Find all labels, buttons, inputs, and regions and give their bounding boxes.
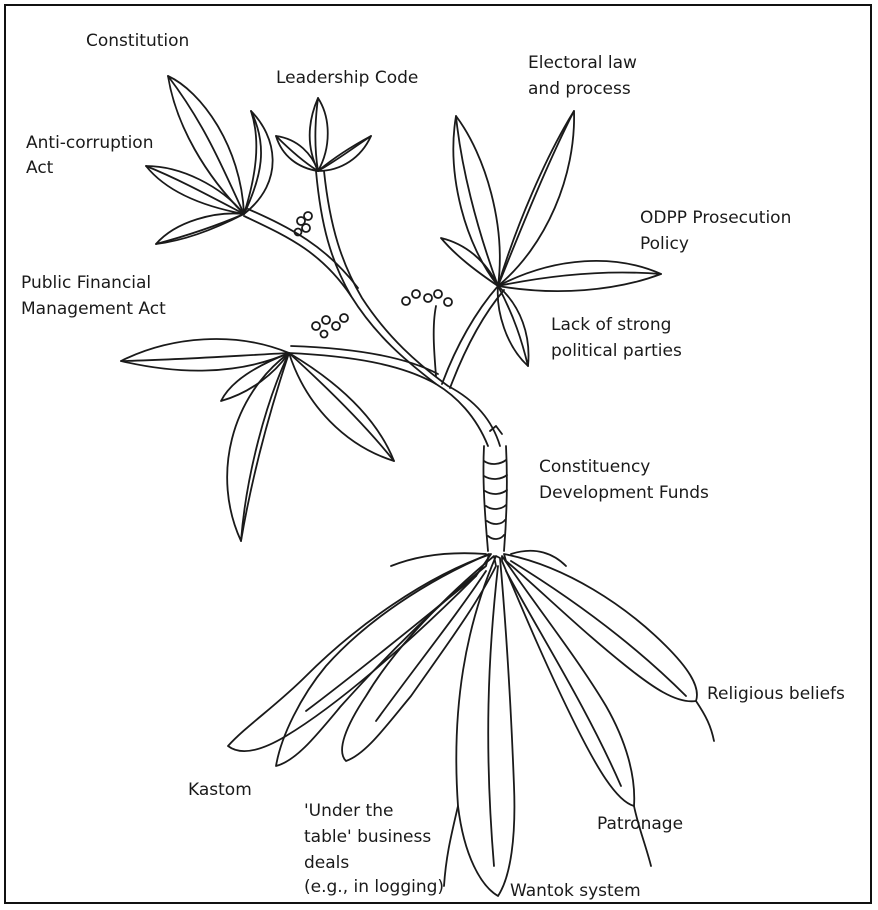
label-anticorruption-line2: Act xyxy=(26,156,53,180)
label-cdf-line2: Development Funds xyxy=(539,481,709,505)
label-wantok-system: Wantok system xyxy=(510,879,641,903)
label-pfm-line1: Public Financial xyxy=(21,271,151,295)
label-parties-line1: Lack of strong xyxy=(551,313,671,337)
label-electoral-line2: and process xyxy=(528,77,631,101)
flower-buds xyxy=(295,212,453,338)
label-under-table-line4: (e.g., in logging) xyxy=(304,875,444,899)
label-religious-beliefs: Religious beliefs xyxy=(707,682,845,706)
leaf-cluster-top-center xyxy=(276,98,371,171)
label-cdf-line1: Constituency xyxy=(539,455,650,479)
label-under-table-line2: table' business xyxy=(304,825,431,849)
cassava-roots xyxy=(228,551,714,896)
leaf-cluster-top-left xyxy=(146,76,273,244)
label-pfm-line2: Management Act xyxy=(21,297,166,321)
label-anticorruption-line1: Anti-corruption xyxy=(26,131,153,155)
label-constitution: Constitution xyxy=(86,29,189,53)
label-under-table-line1: 'Under the xyxy=(304,799,393,823)
label-odpp-line1: ODPP Prosecution xyxy=(640,206,791,230)
label-patronage: Patronage xyxy=(597,812,683,836)
label-electoral-line1: Electoral law xyxy=(528,51,637,75)
label-leadership-code: Leadership Code xyxy=(276,66,418,90)
diagram-frame: Constitution Leadership Code Electoral l… xyxy=(4,4,872,904)
label-under-table-line3: deals xyxy=(304,851,349,875)
leaf-cluster-left xyxy=(121,339,394,541)
label-odpp-line2: Policy xyxy=(640,232,689,256)
label-kastom: Kastom xyxy=(188,778,252,802)
label-parties-line2: political parties xyxy=(551,339,682,363)
stem-lines xyxy=(244,171,504,446)
